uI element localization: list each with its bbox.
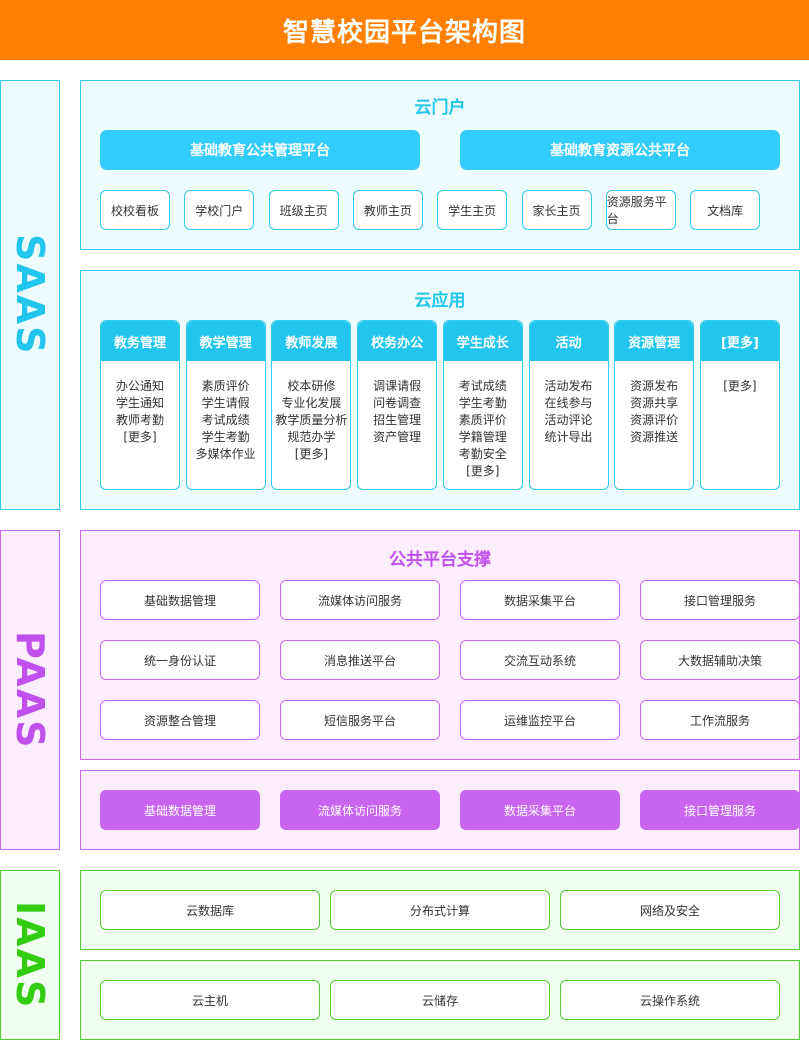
app-item[interactable]: 考试成绩 — [201, 413, 250, 427]
app-item[interactable]: 学生请假 — [201, 396, 250, 410]
paas-base-service[interactable]: 数据采集平台 — [460, 790, 620, 830]
app-column-items: [更多] — [701, 361, 779, 395]
app-item[interactable]: [更多] — [294, 447, 329, 461]
app-item[interactable]: 资源发布 — [630, 379, 679, 393]
paas-service[interactable]: 消息推送平台 — [280, 640, 440, 680]
paas-service[interactable]: 工作流服务 — [640, 700, 800, 740]
saas-label-text: SAAS — [8, 234, 52, 356]
paas-layer-label: PAAS — [0, 530, 60, 850]
iaas-service[interactable]: 云主机 — [100, 980, 320, 1020]
iaas-service[interactable]: 云数据库 — [100, 890, 320, 930]
app-item[interactable]: 活动评论 — [544, 413, 593, 427]
portal-item[interactable]: 教师主页 — [352, 190, 423, 230]
app-item[interactable]: 素质评价 — [458, 413, 507, 427]
app-column-head[interactable]: 校务办公 — [358, 321, 437, 361]
app-item[interactable]: 问卷调查 — [373, 396, 422, 410]
paas-label-text: PAAS — [8, 630, 52, 750]
app-item[interactable]: 教学质量分析 — [275, 413, 348, 427]
app-column-items: 校本研修专业化发展教学质量分析规范办学 [更多] — [272, 361, 350, 463]
app-column-items: 素质评价学生请假考试成绩学生考勤多媒体作业 — [187, 361, 265, 463]
app-column-items: 活动发布在线参与活动评论统计导出 — [530, 361, 608, 446]
app-column: 校务办公调课请假问卷调查招生管理资产管理 — [357, 320, 438, 490]
app-column-head[interactable]: 活动 — [529, 321, 608, 361]
app-column-items: 调课请假问卷调查招生管理资产管理 — [358, 361, 436, 446]
public-management-platform[interactable]: 基础教育公共管理平台 — [100, 130, 420, 170]
app-item[interactable]: 规范办学 — [287, 430, 336, 444]
iaas-service[interactable]: 云储存 — [330, 980, 550, 1020]
portal-item[interactable]: 家长主页 — [521, 190, 592, 230]
paas-service[interactable]: 运维监控平台 — [460, 700, 620, 740]
cloud-portal-title: 云门户 — [414, 98, 466, 118]
iaas-service[interactable]: 云操作系统 — [560, 980, 780, 1020]
cloud-apps-title: 云应用 — [414, 291, 466, 311]
app-column-items: 资源发布资源共享资源评价资源推送 — [615, 361, 693, 446]
app-column-head[interactable]: 教务管理 — [101, 321, 179, 361]
app-item[interactable]: 考试成绩 — [458, 379, 507, 393]
app-item[interactable]: [更多] — [123, 430, 157, 444]
app-item[interactable]: 多媒体作业 — [195, 447, 256, 461]
portal-item[interactable]: 文档库 — [690, 190, 761, 230]
app-item[interactable]: 学生考勤 — [458, 396, 507, 410]
app-item[interactable]: 考勤安全 — [458, 447, 507, 461]
app-item[interactable]: 统计导出 — [544, 430, 593, 444]
app-item[interactable]: 资源推送 — [630, 430, 679, 444]
paas-service[interactable]: 接口管理服务 — [640, 580, 800, 620]
portal-item[interactable]: 学生主页 — [437, 190, 508, 230]
iaas-service[interactable]: 分布式计算 — [330, 890, 550, 930]
paas-service[interactable]: 短信服务平台 — [280, 700, 440, 740]
app-item[interactable]: 教师考勤 — [115, 413, 164, 427]
app-item[interactable]: [更多] — [723, 379, 757, 393]
app-column: 学生成长考试成绩学生考勤素质评价学籍管理考勤安全 [更多] — [442, 320, 523, 490]
app-column-items: 办公通知学生通知教师考勤 [更多] — [101, 361, 179, 446]
iaas-service[interactable]: 网络及安全 — [560, 890, 780, 930]
paas-service[interactable]: 基础数据管理 — [100, 580, 260, 620]
app-column-items: 考试成绩学生考勤素质评价学籍管理考勤安全 [更多] — [444, 361, 522, 480]
app-column: 教学管理素质评价学生请假考试成绩学生考勤多媒体作业 — [185, 320, 266, 490]
app-item[interactable]: 学生通知 — [115, 396, 164, 410]
paas-service[interactable]: 流媒体访问服务 — [280, 580, 440, 620]
paas-service[interactable]: 数据采集平台 — [460, 580, 620, 620]
portal-item[interactable]: 班级主页 — [268, 190, 339, 230]
app-column-head[interactable]: 学生成长 — [443, 321, 522, 361]
portal-item[interactable]: 资源服务平台 — [605, 190, 676, 230]
iaas-label-text: IAAS — [8, 900, 52, 1010]
app-column-head[interactable]: 教学管理 — [186, 321, 265, 361]
app-column-head[interactable]: [更多] — [700, 321, 779, 361]
app-item[interactable]: 素质评价 — [201, 379, 250, 393]
app-item[interactable]: 学生考勤 — [201, 430, 250, 444]
paas-base-service[interactable]: 接口管理服务 — [640, 790, 800, 830]
app-item[interactable]: 资源评价 — [630, 413, 679, 427]
app-item[interactable]: 学籍管理 — [458, 430, 507, 444]
paas-base-service[interactable]: 基础数据管理 — [100, 790, 260, 830]
paas-base-service[interactable]: 流媒体访问服务 — [280, 790, 440, 830]
app-column: 资源管理资源发布资源共享资源评价资源推送 — [614, 320, 695, 490]
app-item[interactable]: 资产管理 — [373, 430, 422, 444]
paas-service[interactable]: 大数据辅助决策 — [640, 640, 800, 680]
app-item[interactable]: 活动发布 — [544, 379, 593, 393]
paas-service[interactable]: 交流互动系统 — [460, 640, 620, 680]
portal-item[interactable]: 校校看板 — [100, 190, 170, 230]
page-title: 智慧校园平台架构图 — [0, 0, 809, 60]
app-item[interactable]: 调课请假 — [373, 379, 422, 393]
app-column-head[interactable]: 资源管理 — [615, 321, 694, 361]
app-item[interactable]: 办公通知 — [115, 379, 164, 393]
app-item[interactable]: 在线参与 — [544, 396, 593, 410]
saas-layer-label: SAAS — [0, 80, 60, 510]
paas-service[interactable]: 统一身份认证 — [100, 640, 260, 680]
app-column: 教务管理办公通知学生通知教师考勤 [更多] — [100, 320, 180, 490]
app-column: [更多] [更多] — [699, 320, 780, 490]
app-item[interactable]: [更多] — [466, 464, 500, 478]
portal-item[interactable]: 学校门户 — [184, 190, 255, 230]
app-column-head[interactable]: 教师发展 — [272, 321, 351, 361]
iaas-layer-label: IAAS — [0, 870, 60, 1040]
app-item[interactable]: 校本研修 — [287, 379, 336, 393]
public-platform-support-title: 公共平台支撑 — [389, 550, 491, 570]
app-column: 活动活动发布在线参与活动评论统计导出 — [528, 320, 609, 490]
paas-service[interactable]: 资源整合管理 — [100, 700, 260, 740]
resource-public-platform[interactable]: 基础教育资源公共平台 — [460, 130, 780, 170]
app-item[interactable]: 招生管理 — [373, 413, 422, 427]
app-column: 教师发展校本研修专业化发展教学质量分析规范办学 [更多] — [271, 320, 352, 490]
app-item[interactable]: 专业化发展 — [281, 396, 342, 410]
app-item[interactable]: 资源共享 — [630, 396, 679, 410]
